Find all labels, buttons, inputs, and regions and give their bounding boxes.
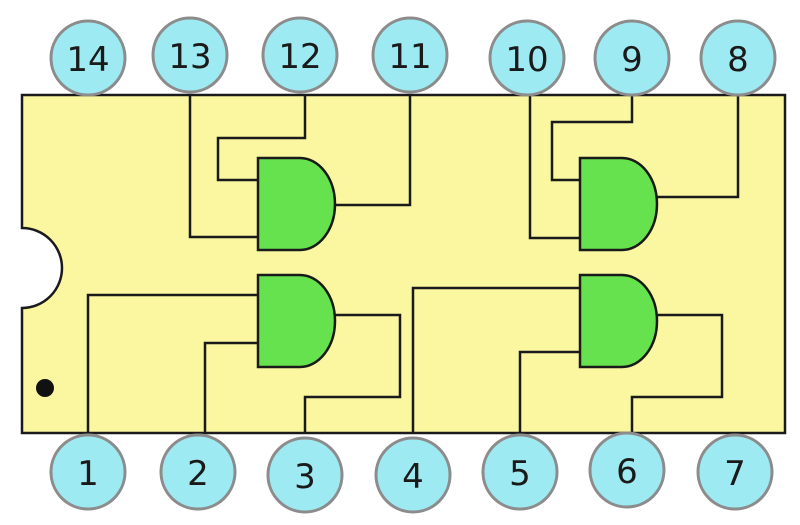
pin1-indicator-dot (36, 379, 54, 397)
wire-pin2 (203, 341, 258, 433)
pin-1: 1 (49, 433, 127, 511)
wire-pin12 (216, 95, 307, 182)
pin-label: 4 (402, 457, 424, 497)
wire-pin1 (86, 293, 258, 433)
pin-14: 14 (49, 19, 127, 97)
pin-13: 13 (151, 16, 229, 94)
pin-10: 10 (488, 19, 566, 97)
top-pin-row: 14 13 12 11 10 9 8 (49, 16, 777, 97)
and-gate-bottom-left (256, 273, 337, 369)
pin-label: 7 (724, 454, 746, 494)
pin-3: 3 (266, 436, 344, 514)
pin-12: 12 (261, 16, 339, 94)
pin-4: 4 (374, 436, 452, 514)
pin-7: 7 (696, 433, 774, 511)
pin-11: 11 (371, 16, 449, 94)
pin-label: 3 (294, 457, 316, 497)
wire-pin5 (518, 350, 580, 433)
pin-8: 8 (699, 19, 777, 97)
pin-2: 2 (159, 433, 237, 511)
wire-pin9 (550, 95, 634, 182)
wire-pin10 (528, 95, 580, 240)
bottom-pin-row: 1 2 3 4 5 6 7 (49, 431, 774, 514)
pin-label: 5 (509, 454, 531, 494)
pin-label: 12 (278, 37, 321, 77)
and-gate-top-right (578, 156, 659, 252)
pin-label: 9 (621, 40, 643, 80)
pin-label: 13 (168, 37, 211, 77)
pin-9: 9 (593, 19, 671, 97)
wire-pin13 (188, 95, 258, 239)
wire-pin4 (411, 286, 580, 433)
and-gate-top-left (256, 156, 337, 252)
pin-label: 14 (66, 40, 109, 80)
pin-5: 5 (481, 433, 559, 511)
wire-pin11 (333, 95, 412, 207)
pin-label: 11 (388, 37, 431, 77)
wire-pin6 (630, 313, 724, 433)
and-gate-bottom-right (578, 273, 659, 369)
wire-pin3 (303, 313, 402, 433)
pin-label: 1 (77, 454, 99, 494)
pin-label: 10 (505, 40, 548, 80)
wire-pin8 (657, 95, 740, 199)
pin-6: 6 (588, 431, 666, 509)
pin-label: 8 (727, 40, 749, 80)
pin-label: 6 (616, 452, 638, 492)
pin-label: 2 (187, 454, 209, 494)
chip-body (20, 93, 787, 435)
